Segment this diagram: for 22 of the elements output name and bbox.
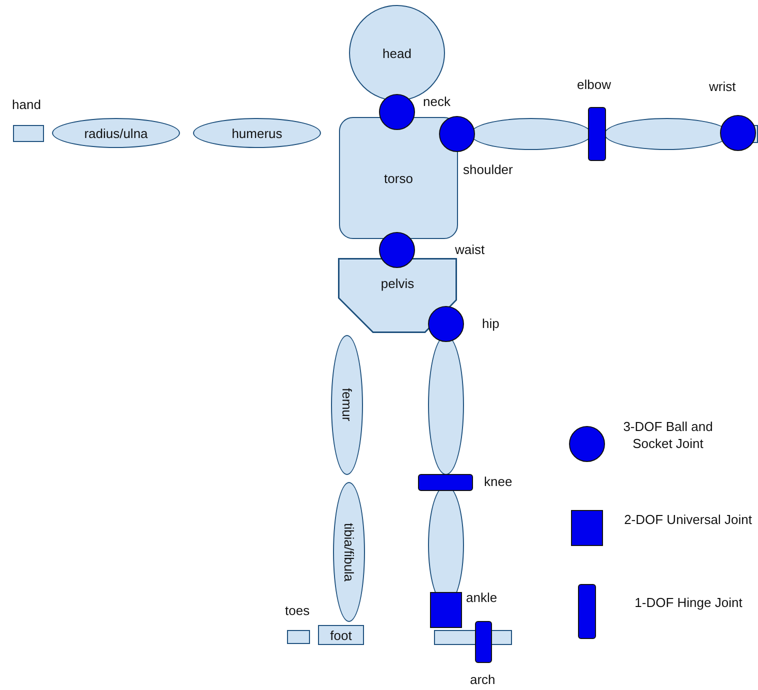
part-label: pelvis (380, 276, 414, 291)
joint-label: arch (470, 672, 496, 687)
joint-label: ankle (466, 590, 498, 605)
part-label: tibia/fibula (342, 522, 356, 582)
part-label: torso (384, 170, 413, 186)
legend-label: 2-DOF Universal Joint (623, 511, 753, 528)
part-label: head (382, 46, 412, 60)
joint-label: hip (482, 316, 500, 331)
joint-label: neck (423, 94, 450, 109)
joint-label: elbow (577, 77, 611, 92)
legend-label: 1-DOF Hinge Joint (634, 594, 744, 611)
part-label: foot (330, 628, 352, 642)
part-label: toes (285, 603, 310, 618)
part-label: humerus (232, 126, 282, 140)
joint-label: wrist (709, 79, 736, 94)
joint-label: shoulder (463, 162, 513, 177)
part-label: femur (340, 388, 354, 422)
part-label: radius/ulna (84, 126, 148, 140)
joint-label: waist (455, 242, 485, 257)
part-label: hand (12, 97, 41, 112)
legend-label: 3-DOF Ball and Socket Joint (622, 418, 714, 452)
joint-label: knee (484, 474, 512, 489)
